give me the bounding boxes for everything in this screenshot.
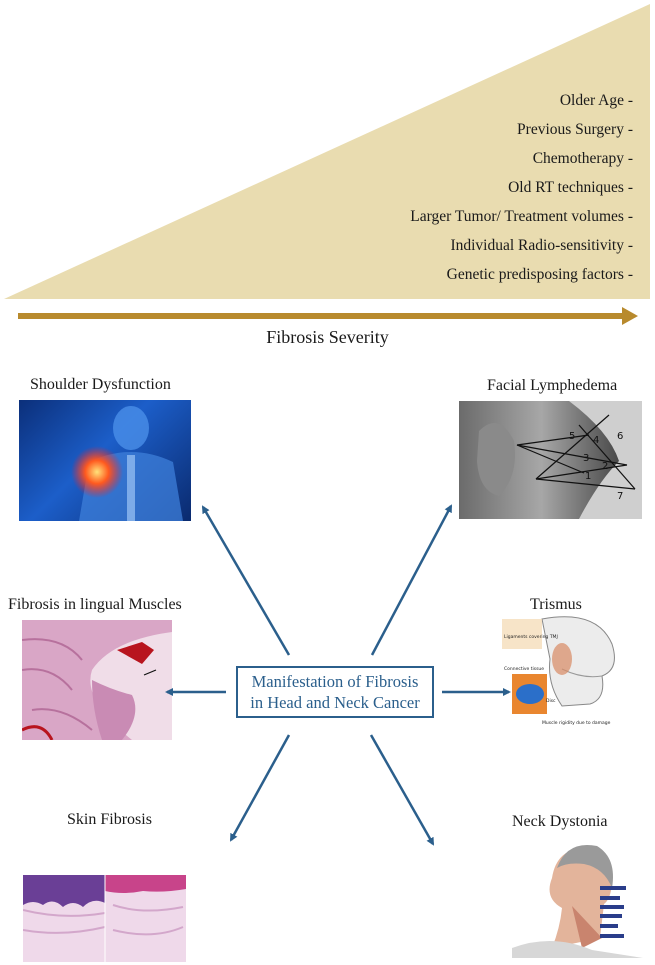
facial-number: 5 bbox=[569, 431, 575, 442]
center-line-2: in Head and Neck Cancer bbox=[250, 693, 420, 712]
risk-factor: Older Age - bbox=[559, 92, 633, 109]
risk-factor: Old RT techniques - bbox=[508, 179, 633, 196]
shoulder-dysfunction-image bbox=[19, 400, 191, 521]
trismus-muscle-label: Muscle rigidity due to damage bbox=[542, 720, 611, 726]
shoulder-dysfunction-label: Shoulder Dysfunction bbox=[30, 376, 171, 393]
facial-lymphedema-label: Facial Lymphedema bbox=[487, 377, 618, 394]
lingual-fibrosis-image bbox=[22, 620, 172, 740]
skin-fibrosis-label: Skin Fibrosis bbox=[67, 811, 152, 828]
trismus-disc-label: Disc bbox=[546, 698, 556, 704]
arrow-skin bbox=[229, 734, 291, 842]
arrow-facial bbox=[370, 504, 453, 656]
facial-number: 1 bbox=[585, 471, 591, 482]
neck-dystonia-image bbox=[512, 838, 643, 958]
lingual-fibrosis-label: Fibrosis in lingual Muscles bbox=[8, 596, 182, 613]
center-manifestation-box: Manifestation of Fibrosis in Head and Ne… bbox=[236, 666, 434, 718]
facial-number: 6 bbox=[617, 431, 623, 442]
skin-fibrosis-image bbox=[23, 875, 186, 962]
risk-factor: Previous Surgery - bbox=[517, 121, 633, 138]
severity-label: Fibrosis Severity bbox=[266, 327, 389, 347]
facial-number: 3 bbox=[583, 453, 589, 464]
trismus-connective-label: Connective tissue bbox=[504, 666, 544, 672]
trismus-label: Trismus bbox=[530, 596, 582, 613]
neck-dystonia-label: Neck Dystonia bbox=[512, 813, 608, 830]
risk-factor: Individual Radio-sensitivity - bbox=[450, 237, 633, 254]
severity-triangle bbox=[4, 4, 650, 299]
risk-factor: Larger Tumor/ Treatment volumes - bbox=[410, 208, 633, 225]
lingual-histology bbox=[22, 620, 172, 740]
facial-number: 7 bbox=[617, 491, 623, 502]
shoulder-illustration bbox=[71, 406, 183, 521]
severity-arrow-head bbox=[622, 307, 638, 325]
facial-number: 2 bbox=[602, 461, 608, 472]
risk-factor: Chemotherapy - bbox=[532, 150, 633, 167]
skin-histology bbox=[23, 875, 186, 962]
trismus-image: Ligaments covering TMJ Connective tissue… bbox=[502, 614, 624, 734]
facial-number: 4 bbox=[593, 435, 599, 446]
arrow-neck bbox=[369, 734, 435, 846]
arrow-shoulder bbox=[201, 505, 291, 656]
risk-factor: Genetic predisposing factors - bbox=[446, 266, 633, 283]
trismus-ligament-label: Ligaments covering TMJ bbox=[504, 634, 558, 640]
facial-lymphedema-image: 5 4 6 3 2 1 7 bbox=[459, 401, 642, 519]
neck-illustration bbox=[512, 844, 643, 958]
trismus-jaw-illustration: Ligaments covering TMJ Connective tissue… bbox=[502, 616, 615, 726]
center-line-1: Manifestation of Fibrosis bbox=[251, 672, 419, 691]
facial-measurement-diagram: 5 4 6 3 2 1 7 bbox=[477, 401, 642, 519]
